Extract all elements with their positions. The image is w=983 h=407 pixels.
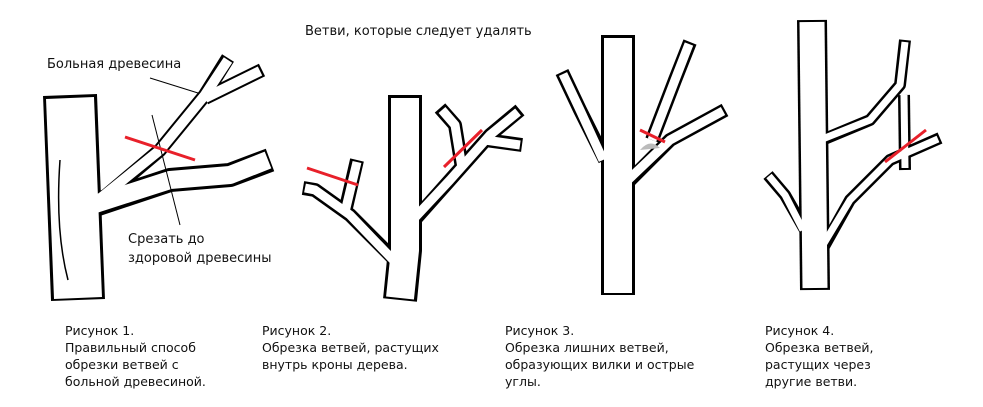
caption-line: Обрезка ветвей, xyxy=(765,340,874,355)
caption-line: растущих через xyxy=(765,357,871,372)
caption-figure-3: Рисунок 3. Обрезка лишних ветвей, образу… xyxy=(505,322,694,390)
figure-2-drawing xyxy=(301,95,525,302)
caption-figure-4: Рисунок 4. Обрезка ветвей, растущих чере… xyxy=(765,322,874,390)
caption-line: образующих вилки и острые xyxy=(505,357,695,372)
caption-title: Рисунок 3. xyxy=(505,323,575,338)
caption-title: Рисунок 4. xyxy=(765,323,835,338)
caption-line: Правильный способ xyxy=(65,340,196,355)
figure-4-drawing xyxy=(763,19,943,291)
figure-3-drawing xyxy=(555,35,729,295)
label-branches-to-remove: Ветви, которые следует удалять xyxy=(305,24,532,39)
label-cut-to-healthy: Срезать до здоровой древесины xyxy=(128,230,272,268)
caption-line: Обрезка лишних ветвей, xyxy=(505,340,669,355)
label-line: Срезать до xyxy=(128,232,205,247)
caption-title: Рисунок 2. xyxy=(262,323,332,338)
caption-line: Обрезка ветвей, растущих xyxy=(262,340,439,355)
caption-figure-1: Рисунок 1. Правильный способ обрезки вет… xyxy=(65,322,206,390)
cut-line xyxy=(124,135,196,162)
cut-line xyxy=(639,128,666,144)
caption-line: обрезки ветвей с xyxy=(65,357,179,372)
cut-line xyxy=(884,128,927,164)
caption-title: Рисунок 1. xyxy=(65,323,135,338)
cut-line xyxy=(442,128,484,169)
figure-1-drawing xyxy=(43,54,275,302)
caption-line: больной древесиной. xyxy=(65,374,206,389)
caption-line: углы. xyxy=(505,374,541,389)
caption-line: внутрь кроны дерева. xyxy=(262,357,408,372)
caption-figure-2: Рисунок 2. Обрезка ветвей, растущих внут… xyxy=(262,322,439,373)
caption-line: другие ветви. xyxy=(765,374,858,389)
cut-line xyxy=(306,166,359,187)
label-line: здоровой древесины xyxy=(128,251,272,266)
label-diseased-wood: Больная древесина xyxy=(47,57,182,72)
